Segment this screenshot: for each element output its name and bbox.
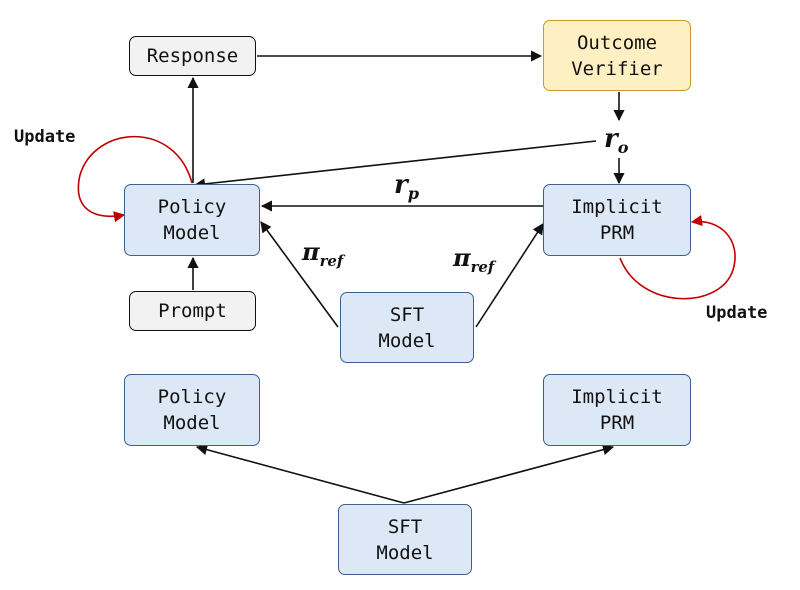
update-loop-policy [77,135,193,223]
prompt-node: Prompt [129,291,256,331]
arrow-sft-to-prm [475,223,544,328]
update-loop-prm [619,215,736,300]
arrow-ro-to-policy [193,140,597,190]
implicit-prm-node: Implicit PRM [543,184,691,256]
policy-model-node: Policy Model [124,184,260,256]
outcome-verifier-node: Outcome Verifier [543,20,691,91]
arrow-sft-init-to-policy [195,444,405,504]
policy-model-init-node: Policy Model [124,374,260,446]
arrow-sft-to-policy [260,221,339,328]
response-node: Response [129,36,256,76]
pi-ref-left-label: πref [302,237,344,270]
r-p-label: rp [394,170,419,204]
implicit-prm-init-node: Implicit PRM [543,374,691,446]
arrow-sft-init-to-prm [403,444,615,504]
r-o-label: ro [604,124,629,158]
sft-model-init-node: SFT Model [338,504,472,575]
update-left-label: Update [14,127,76,147]
pi-ref-right-label: πref [453,243,495,276]
sft-model-node: SFT Model [340,292,474,363]
update-right-label: Update [706,303,768,323]
